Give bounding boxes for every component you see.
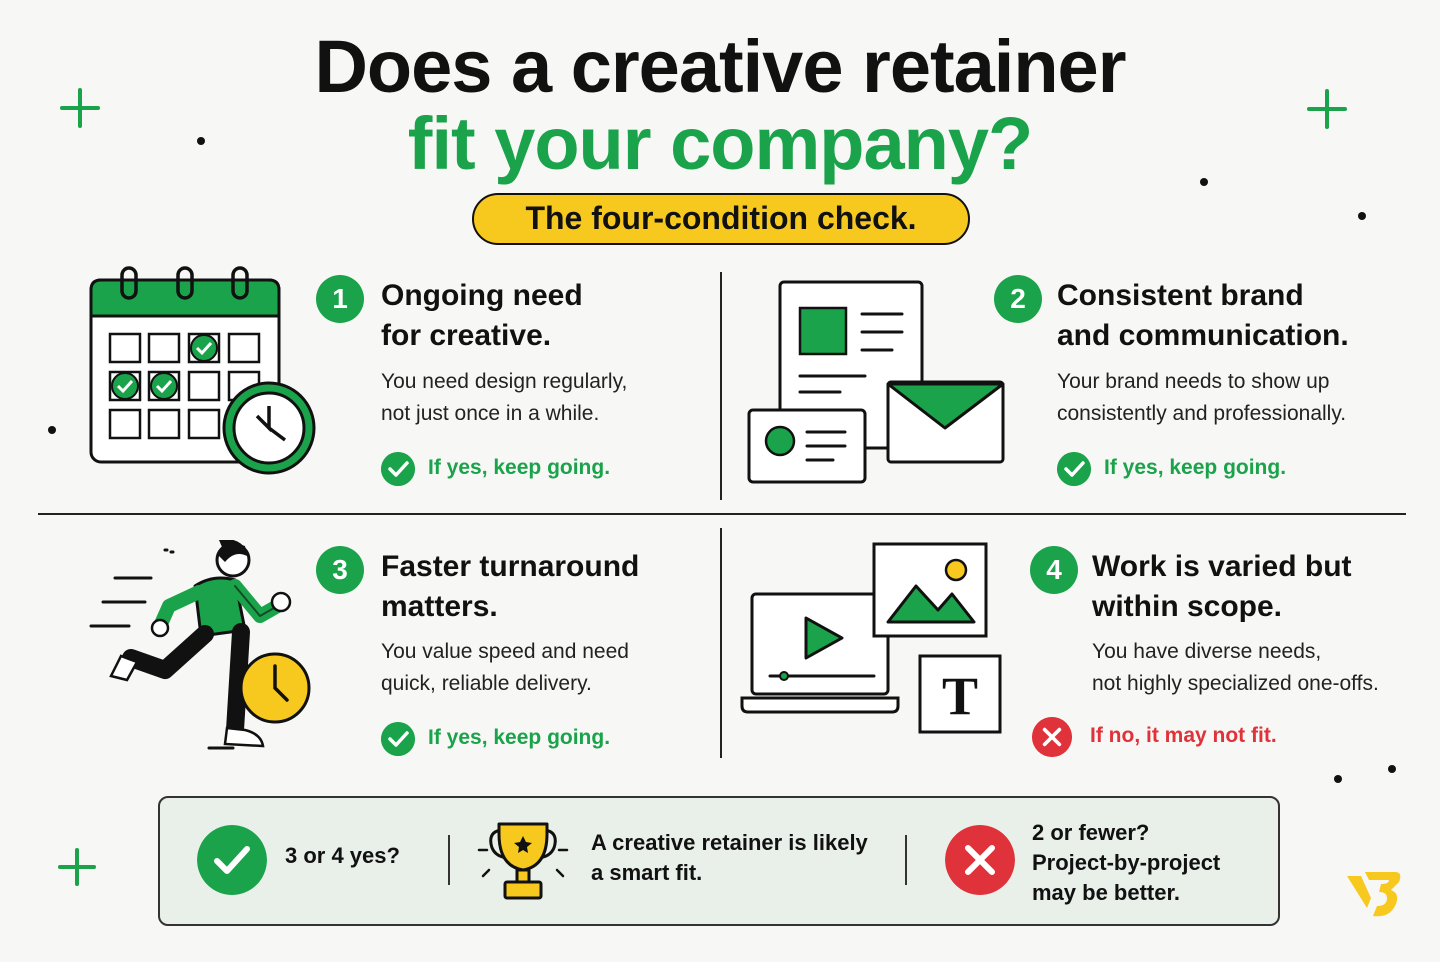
condition-1-heading: Ongoing need for creative. — [381, 276, 583, 356]
summary-no-line-2: Project-by-project — [1032, 850, 1221, 875]
check-icon — [197, 825, 267, 895]
page-title-line-1: Does a creative retainer — [314, 25, 1126, 108]
condition-3-description: You value speed and need quick, reliable… — [381, 636, 629, 700]
check-icon — [381, 452, 415, 486]
summary-result-line-1: A creative retainer is likely — [591, 830, 868, 855]
summary-divider — [905, 835, 907, 885]
condition-3-verdict: If yes, keep going. — [381, 722, 681, 756]
summary-no-text: 2 or fewer? Project-by-project may be be… — [1032, 818, 1220, 908]
summary-result-line-2: a smart fit. — [591, 860, 703, 885]
condition-1-number: 1 — [316, 275, 364, 323]
x-icon — [945, 825, 1015, 895]
condition-4-heading-line-2: within scope. — [1092, 590, 1283, 623]
horizontal-divider — [38, 513, 1406, 515]
condition-1-desc-line-1: You need design regularly, — [381, 370, 628, 393]
summary-box: 3 or 4 yes? A creative retainer is likel… — [158, 796, 1280, 926]
summary-no-line-3: may be better. — [1032, 880, 1180, 905]
dot-decoration — [48, 426, 56, 434]
condition-2-heading-line-1: Consistent brand — [1057, 279, 1304, 312]
condition-2-heading: Consistent brand and communication. — [1057, 276, 1349, 356]
condition-3-desc-line-2: quick, reliable delivery. — [381, 672, 592, 695]
svg-text:T: T — [942, 666, 978, 726]
plus-decoration-icon — [60, 88, 100, 128]
condition-1-verdict: If yes, keep going. — [381, 452, 681, 486]
condition-2-verdict: If yes, keep going. — [1057, 452, 1357, 486]
condition-4-description: You have diverse needs, not highly speci… — [1092, 636, 1379, 700]
condition-2-desc-line-2: consistently and professionally. — [1057, 402, 1347, 425]
condition-2-desc-line-1: Your brand needs to show up — [1057, 370, 1330, 393]
dot-decoration — [197, 137, 205, 145]
vertical-divider — [720, 272, 722, 500]
condition-3-number: 3 — [316, 546, 364, 594]
check-icon — [381, 722, 415, 756]
brand-documents-icon — [747, 280, 1005, 484]
condition-1-desc-line-2: not just once in a while. — [381, 402, 600, 425]
page-title-line-2: fit your company? — [407, 102, 1033, 185]
condition-1-heading-line-1: Ongoing need — [381, 279, 583, 312]
condition-3-heading-line-2: matters. — [381, 590, 498, 623]
media-laptop-icon: T — [740, 542, 1002, 734]
condition-4-number: 4 — [1030, 546, 1078, 594]
dot-decoration — [1388, 765, 1396, 773]
brand-logo — [1347, 872, 1401, 917]
plus-decoration-icon — [58, 848, 96, 886]
condition-2-number: 2 — [994, 275, 1042, 323]
condition-4-verdict: If no, it may not fit. — [1032, 717, 1332, 757]
dot-decoration — [1358, 212, 1366, 220]
condition-1-description: You need design regularly, not just once… — [381, 366, 627, 430]
condition-3-desc-line-1: You value speed and need — [381, 640, 629, 663]
condition-3-verdict-text: If yes, keep going. — [428, 726, 611, 749]
summary-result-text: A creative retainer is likely a smart fi… — [591, 828, 868, 888]
trophy-icon — [477, 822, 569, 900]
condition-4-desc-line-2: not highly specialized one-offs. — [1092, 672, 1379, 695]
dot-decoration — [1200, 178, 1208, 186]
vertical-divider — [720, 528, 722, 758]
running-person-icon — [89, 540, 311, 750]
condition-4-desc-line-1: You have diverse needs, — [1092, 640, 1322, 663]
condition-2-description: Your brand needs to show up consistently… — [1057, 366, 1346, 430]
summary-no-line-1: 2 or fewer? — [1032, 820, 1150, 845]
condition-3-heading-line-1: Faster turnaround — [381, 550, 640, 583]
plus-decoration-icon — [1307, 89, 1347, 129]
dot-decoration — [1334, 775, 1342, 783]
summary-divider — [448, 835, 450, 885]
condition-1-heading-line-2: for creative. — [381, 319, 552, 352]
summary-yes-label: 3 or 4 yes? — [285, 843, 400, 868]
x-icon — [1032, 717, 1072, 757]
condition-2-verdict-text: If yes, keep going. — [1104, 456, 1287, 479]
condition-4-verdict-text: If no, it may not fit. — [1090, 724, 1277, 747]
condition-3-heading: Faster turnaround matters. — [381, 547, 639, 627]
check-icon — [1057, 452, 1091, 486]
condition-2-heading-line-2: and communication. — [1057, 319, 1349, 352]
condition-1-verdict-text: If yes, keep going. — [428, 456, 611, 479]
subtitle-pill: The four-condition check. — [472, 193, 970, 245]
condition-4-heading: Work is varied but within scope. — [1092, 547, 1352, 627]
condition-4-heading-line-1: Work is varied but — [1092, 550, 1352, 583]
calendar-clock-icon — [89, 266, 316, 475]
